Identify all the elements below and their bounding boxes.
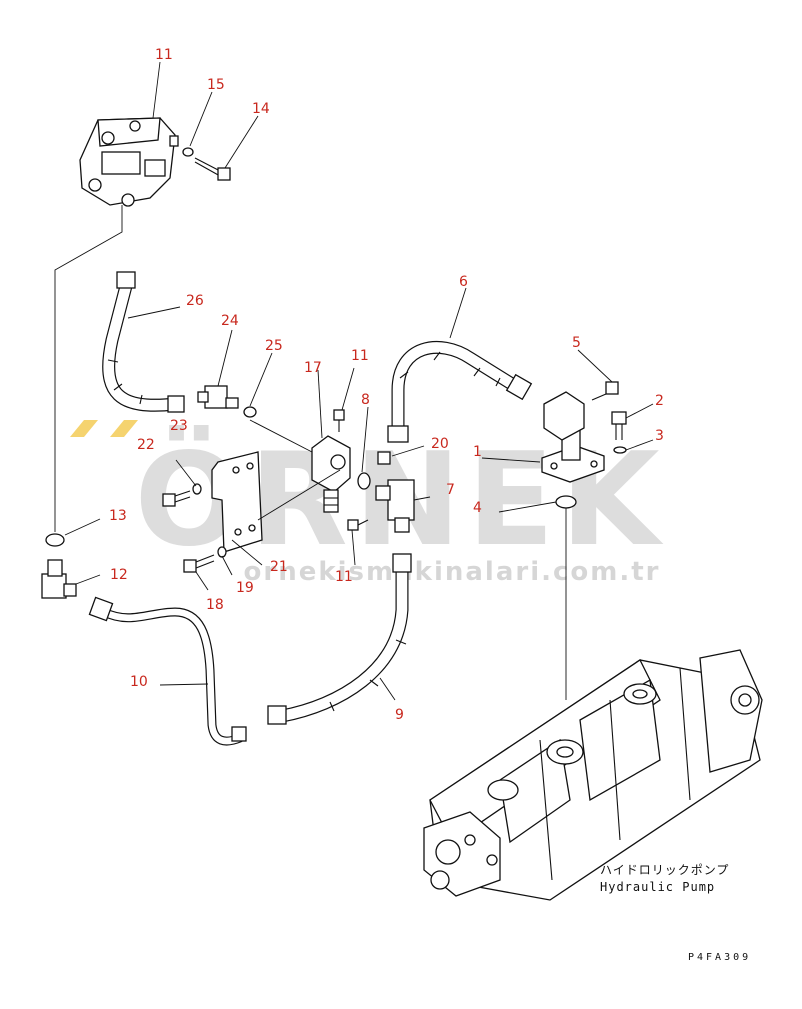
bolt-15 — [194, 157, 231, 181]
callout-26: 26 — [186, 293, 204, 309]
plug-20 — [377, 451, 391, 465]
fitting-5 — [591, 381, 619, 401]
o-ring-13 — [45, 533, 65, 547]
plug-8 — [357, 472, 371, 490]
callout-14: 11 — [155, 47, 173, 63]
watermark-accent-mark — [110, 420, 138, 437]
bolt-22 — [162, 490, 191, 507]
washer-3 — [613, 446, 627, 454]
washer-23 — [192, 483, 202, 495]
drawing-reference: P4FA309 — [688, 952, 751, 963]
hose-9 — [267, 553, 412, 725]
callout-12: 12 — [110, 567, 128, 583]
pump-label-en: Hydraulic Pump — [600, 880, 715, 894]
callout-4: 4 — [473, 500, 482, 516]
bolt-2 — [611, 411, 627, 440]
fitting-11-upper — [333, 409, 345, 432]
callout-7: 7 — [446, 482, 455, 498]
callout-24: 24 — [221, 313, 239, 329]
hydraulic-pump — [423, 649, 763, 901]
callout-15: 14 — [252, 101, 270, 117]
flange-1 — [541, 391, 605, 483]
callout-18: 18 — [206, 597, 224, 613]
callout-3: 3 — [655, 428, 664, 444]
callout-2: 2 — [655, 393, 664, 409]
callout-21: 21 — [270, 559, 288, 575]
callout-19: 19 — [236, 580, 254, 596]
fitting-11-lower — [347, 519, 369, 531]
callout-17: 17 — [304, 360, 322, 376]
pump-label-jp: ハイドロリックポンプ — [600, 863, 729, 877]
callout-10: 10 — [130, 674, 148, 690]
o-ring-25 — [243, 406, 257, 418]
callout-13: 13 — [109, 508, 127, 524]
elbow-12 — [41, 559, 77, 599]
washer-19 — [217, 546, 227, 558]
watermark-url: ornekismakinalari.com.tr — [244, 557, 661, 587]
callouts: 11 15 14 26 24 25 17 11 8 6 5 2 3 1 20 7… — [109, 47, 664, 723]
callout-23: 23 — [170, 418, 188, 434]
pipe-10 — [88, 596, 247, 746]
callout-9: 9 — [395, 707, 404, 723]
watermark-accent-mark — [70, 420, 98, 437]
callout-11-upper: 11 — [351, 348, 369, 364]
callout-6: 6 — [459, 274, 468, 290]
leader-lines — [54, 61, 654, 701]
callout-8: 8 — [361, 392, 370, 408]
control-valve-14 — [79, 117, 179, 207]
hose-26 — [102, 271, 185, 413]
callout-16: 15 — [207, 77, 225, 93]
callout-20: 20 — [431, 436, 449, 452]
o-ring-4 — [555, 495, 577, 509]
bolt-18 — [183, 554, 215, 573]
hose-6 — [387, 340, 533, 443]
callout-22: 22 — [137, 437, 155, 453]
callout-5: 5 — [572, 335, 581, 351]
callout-1: 1 — [473, 444, 482, 460]
callout-11-lower: 11 — [335, 569, 353, 585]
tee-fitting-7 — [375, 479, 415, 533]
relief-valve-17 — [311, 435, 351, 513]
bracket-21 — [211, 451, 263, 553]
o-ring-16 — [182, 147, 194, 157]
callout-25: 25 — [265, 338, 283, 354]
adapter-24 — [197, 385, 239, 409]
